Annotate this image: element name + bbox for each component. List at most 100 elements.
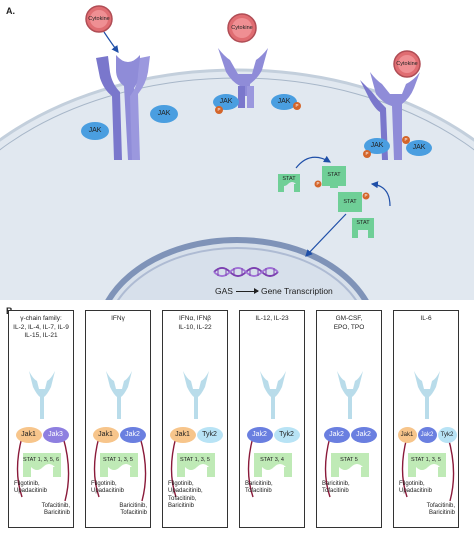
inhibition-arrow	[139, 436, 147, 502]
cytokine-label: Cytokine	[231, 25, 253, 31]
inhibition-arrow	[93, 436, 100, 498]
phosphate-icon	[402, 136, 410, 144]
jak-icon	[150, 105, 178, 123]
cytokine-family-title: GM-CSF, EPO, TPO	[333, 315, 365, 331]
phosphate-icon	[293, 102, 301, 110]
gene-transcription-label: Gene Transcription	[260, 286, 333, 296]
inhibition-arrow	[324, 436, 331, 498]
stat-list: STAT 3, 4	[260, 457, 284, 463]
receptor-icon	[260, 371, 286, 419]
inhibition-arrow	[247, 436, 254, 498]
cytokine-family-title: IL-12, IL-23	[255, 315, 289, 322]
phosphate-icon	[363, 150, 371, 158]
stat-icon	[100, 453, 138, 477]
stat-list: STAT 5	[340, 457, 358, 463]
receptor-icon	[106, 371, 132, 419]
phosphate-label: P	[365, 151, 369, 156]
inhibition-arrow	[62, 436, 70, 502]
stat-icon	[23, 453, 61, 477]
panel-a-label: A.	[6, 6, 15, 16]
jak-icon	[213, 94, 239, 110]
jak1-kinase: Jak1	[169, 427, 196, 443]
jak1-kinase: Jak1	[92, 427, 119, 443]
receptor-icon	[183, 371, 209, 419]
tyk2-kinase: Tyk2	[273, 427, 300, 443]
stat-list: STAT 1, 3, 5	[103, 457, 133, 463]
stat-icon	[331, 453, 369, 477]
gene-transcription-caption: GAS Gene Transcription	[215, 286, 333, 296]
arrow-icon	[235, 288, 259, 295]
stat-label: STAT	[327, 172, 341, 178]
panel-a: A.	[0, 5, 474, 300]
cytokine-family-title: IL-6	[420, 315, 432, 322]
tyk2-kinase: Tyk2	[196, 427, 223, 443]
phosphate-icon	[314, 180, 322, 188]
jak2-kinase: Jak2	[350, 427, 377, 443]
cytokine-family-title: γ-chain family: IL-2, IL-4, IL-7, IL-9 I…	[13, 315, 69, 339]
stat-icon	[177, 453, 215, 477]
stat-list: STAT 1, 3, 5	[411, 457, 441, 463]
cytokine-2	[227, 13, 257, 43]
jak-label: JAK	[370, 142, 384, 149]
phosphate-icon	[362, 192, 370, 200]
inhibitor-drugs: Baricitinib, Tofacitinib	[245, 481, 273, 495]
jak-label: JAK	[219, 98, 233, 105]
stat-label: STAT	[356, 220, 370, 226]
phosphate-label: P	[316, 181, 320, 186]
jak-icon	[364, 138, 390, 154]
inhibitor-drugs: Filgotinib, Upadacitinib	[399, 481, 433, 495]
cytokine-family-title: IFNγ	[111, 315, 125, 322]
inhibitor-drugs: Filgotinib, Upadacitinib, Tofacitinib, B…	[168, 481, 203, 510]
inhibition-arrow	[16, 436, 23, 498]
receptor-icon	[337, 371, 363, 419]
stat-label: STAT	[343, 199, 357, 205]
inhibitor-drugs: Filgotinib, Upadacitinib	[91, 481, 125, 495]
inhibition-arrow	[447, 436, 455, 502]
cytokine-label: Cytokine	[88, 16, 110, 22]
cytokine-family-box: γ-chain family: IL-2, IL-4, IL-7, IL-9 I…	[8, 310, 74, 528]
jak-label: JAK	[412, 144, 426, 151]
nucleus	[105, 237, 369, 300]
stat-list: STAT 1, 3, 5, 6	[22, 457, 60, 463]
receptor-icon	[414, 371, 440, 419]
inhibitor-drugs: Tofacitinib, Baricitinib	[426, 503, 455, 517]
jak2-kinase: Jak2	[417, 427, 437, 443]
stat-icon	[338, 192, 362, 212]
tyk2-kinase: Tyk2	[437, 427, 457, 443]
jak2-kinase: Jak2	[246, 427, 273, 443]
stat-icon	[278, 174, 300, 192]
gas-label: GAS	[215, 286, 233, 296]
jak2-kinase: Jak2	[119, 427, 146, 443]
inhibitor-drugs: Filgotinib, Upadacitinib	[14, 481, 48, 495]
cytokine-3	[393, 50, 421, 78]
receptor-2	[218, 48, 268, 108]
phosphate-label: P	[364, 193, 368, 198]
inhibitor-drugs: Baricitinib, Tofacitinib	[322, 481, 350, 495]
phosphate-icon	[215, 106, 223, 114]
receptor-icon	[29, 371, 55, 419]
stat-label: STAT	[282, 176, 296, 182]
jak3-kinase: Jak3	[42, 427, 69, 443]
jak-icon	[406, 140, 432, 156]
stat-list: STAT 1, 3, 5	[180, 457, 210, 463]
stat-icon	[322, 166, 346, 188]
stat-icon	[254, 453, 292, 477]
dna-icon	[213, 267, 279, 277]
jak-icon	[271, 94, 297, 110]
jak-label: JAK	[157, 110, 171, 117]
jak2-kinase: Jak2	[323, 427, 350, 443]
jak1-kinase: Jak1	[397, 427, 417, 443]
inhibitor-drugs: Baricitinib, Tofacitinib	[119, 503, 147, 517]
inhibitor-drugs: Tofacitinib, Baricitinib	[41, 503, 70, 517]
stat-icon	[408, 453, 446, 477]
signaling-diagram	[0, 5, 474, 300]
jak-label: JAK	[277, 98, 291, 105]
receptor-illustration	[170, 371, 215, 498]
stat-icon	[352, 218, 374, 238]
receptor-illustration	[247, 371, 292, 498]
jak-label: JAK	[88, 127, 102, 134]
